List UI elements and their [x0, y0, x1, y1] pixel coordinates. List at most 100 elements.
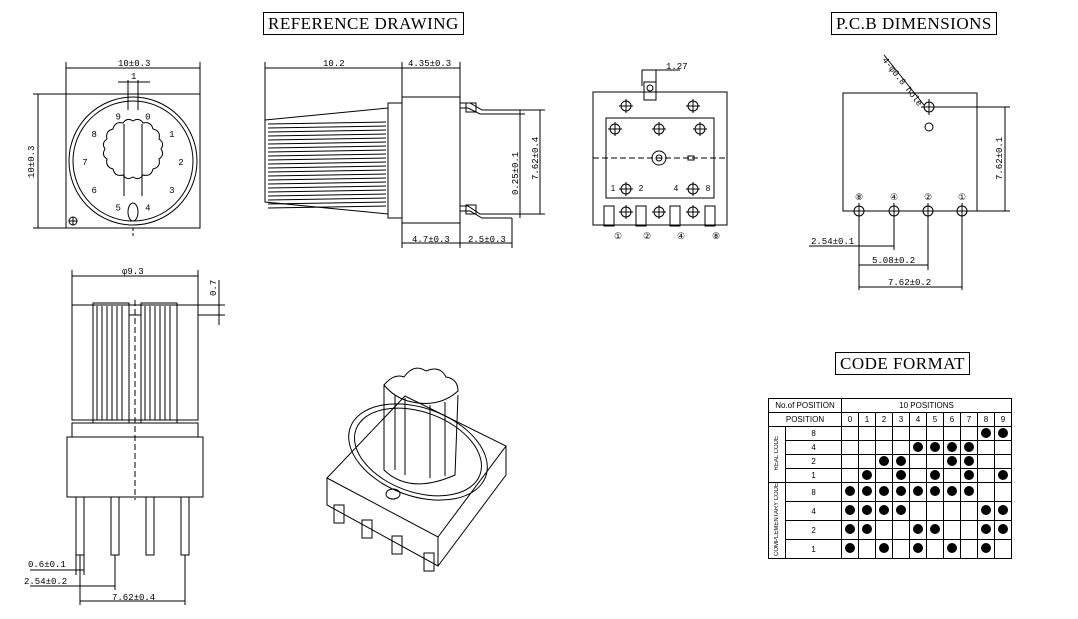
dial-number: 4	[145, 204, 150, 214]
code-cell	[841, 440, 859, 455]
code-cell	[960, 454, 978, 469]
code-cell	[841, 538, 859, 560]
dim-width: 10±0.3	[118, 59, 150, 69]
code-cell	[926, 454, 944, 469]
dim-47: 4.7±0.3	[412, 235, 450, 245]
code-dot	[862, 524, 872, 534]
mounting-hole	[652, 205, 666, 219]
code-cell	[943, 520, 961, 540]
code-dot	[930, 486, 940, 496]
code-cell	[875, 520, 893, 540]
header-10-positions: 10 POSITIONS	[841, 398, 1012, 413]
code-cell	[977, 426, 995, 441]
code-cell	[841, 468, 859, 483]
code-cell	[994, 501, 1012, 521]
dial-number: 7	[82, 158, 87, 168]
code-cell	[858, 482, 876, 502]
real-code-label: REAL CODE	[774, 436, 781, 471]
code-cell	[994, 426, 1012, 441]
dim-025: 0.25±0.1	[511, 152, 521, 195]
code-cell	[960, 501, 978, 521]
code-cell	[858, 501, 876, 521]
code-dot	[981, 427, 991, 438]
code-dot	[981, 505, 991, 515]
knurl-rib	[267, 141, 387, 145]
code-cell	[994, 520, 1012, 540]
code-cell	[892, 482, 910, 502]
code-dot	[845, 505, 855, 515]
mounting-hole	[693, 122, 707, 136]
code-weight: 4	[785, 440, 842, 455]
code-dot	[964, 486, 974, 496]
code-format-title: CODE FORMAT	[835, 352, 970, 375]
reference-drawing-title: REFERENCE DRAWING	[263, 12, 464, 35]
pcb-hole	[954, 203, 970, 219]
code-weight: 4	[785, 501, 842, 521]
code-weight: 2	[785, 520, 842, 540]
code-dot	[981, 524, 991, 534]
knurl-rib	[267, 129, 387, 133]
pcb-pin-label: ⑧	[855, 193, 863, 203]
side-view	[264, 62, 545, 248]
position-label: POSITION	[768, 412, 842, 427]
code-dot	[913, 441, 923, 452]
code-cell	[943, 501, 961, 521]
knurl-rib	[267, 197, 387, 201]
dim-762-front: 7.62±0.4	[112, 593, 155, 603]
isometric-view	[326, 367, 507, 572]
pcb-dim-508: 5.08±0.2	[872, 256, 915, 266]
code-cell	[960, 468, 978, 483]
code-cell	[875, 426, 893, 441]
code-dot	[896, 486, 906, 496]
position-header: 4	[909, 412, 927, 427]
code-cell	[858, 440, 876, 455]
position-header: 5	[926, 412, 944, 427]
code-cell	[960, 520, 978, 540]
code-cell	[875, 440, 893, 455]
pcb-pin-label: ④	[890, 193, 898, 203]
code-cell	[892, 538, 910, 560]
code-cell	[875, 468, 893, 483]
code-cell	[926, 426, 944, 441]
code-weight: 1	[785, 538, 842, 560]
code-dot	[845, 524, 855, 534]
mounting-hole	[686, 182, 700, 196]
pcb-view	[809, 54, 1010, 290]
table-row: 4	[769, 501, 1012, 521]
knurl-rib	[267, 169, 387, 173]
knurl-rib	[267, 137, 387, 141]
code-dot	[913, 543, 923, 553]
dim-height: 10±0.3	[27, 146, 37, 178]
code-dot	[879, 486, 889, 496]
mounting-hole	[619, 99, 633, 113]
code-cell	[943, 440, 961, 455]
knurl-rib	[267, 205, 387, 209]
code-cell	[977, 520, 995, 540]
knurl-rib	[267, 121, 387, 125]
knurl-rib	[267, 189, 387, 193]
mounting-hole	[686, 99, 700, 113]
code-dot	[930, 441, 940, 452]
code-cell	[909, 482, 927, 502]
code-dot	[947, 455, 957, 466]
code-cell	[841, 482, 859, 502]
code-dot	[913, 524, 923, 534]
knurl-rib	[267, 149, 387, 153]
dim-07: 0.7	[209, 280, 219, 296]
code-cell	[994, 538, 1012, 560]
code-cell	[892, 454, 910, 469]
code-cell	[875, 454, 893, 469]
code-dot	[862, 486, 872, 496]
dial-number: 6	[91, 186, 96, 196]
code-dot	[964, 469, 974, 480]
code-dot	[998, 505, 1008, 515]
code-dot	[845, 486, 855, 496]
dim-dia: φ9.3	[122, 267, 144, 277]
code-cell	[909, 440, 927, 455]
pcb-hole	[921, 99, 937, 115]
code-cell	[977, 468, 995, 483]
dial-number: 9	[115, 112, 120, 122]
code-cell	[943, 426, 961, 441]
code-dot	[998, 427, 1008, 438]
